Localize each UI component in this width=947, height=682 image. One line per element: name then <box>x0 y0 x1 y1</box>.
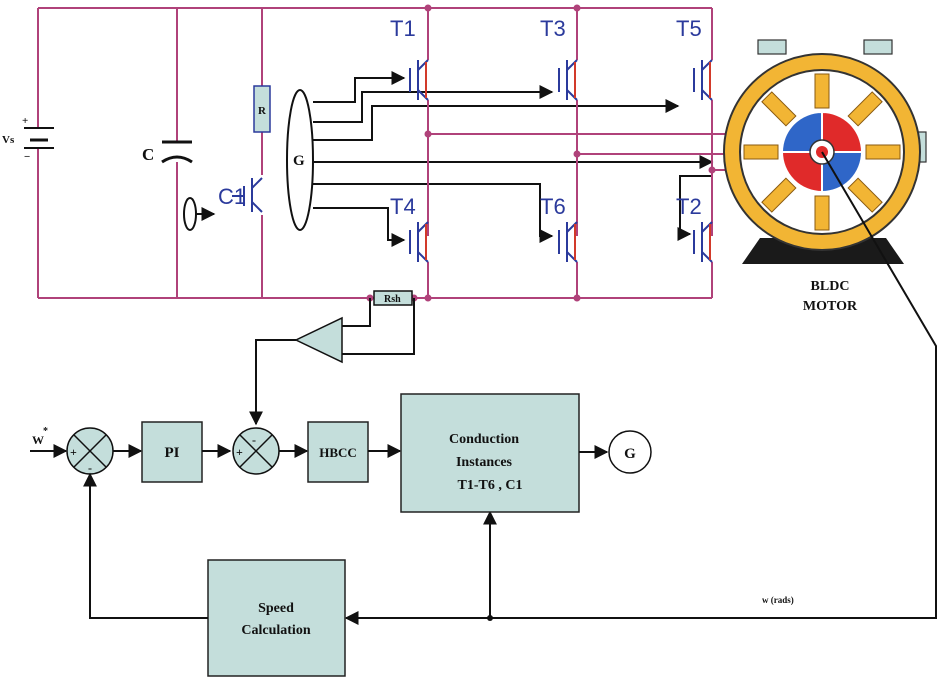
conduction-label-line2: Instances <box>456 455 513 470</box>
rsh-label: Rsh <box>384 294 401 305</box>
motor-label-line2: MOTOR <box>803 299 858 314</box>
conduction-label-line1: Conduction <box>449 432 519 447</box>
vs-plus-label: + <box>22 115 28 127</box>
t1-label: T1 <box>390 16 416 41</box>
speed-label-line2: Calculation <box>241 623 310 638</box>
resistor-label: R <box>258 105 267 117</box>
igbt-t5: T5 <box>676 16 713 101</box>
hbcc-label: HBCC <box>319 445 357 460</box>
control-loop: W * + - PI + - HBCC Conduction Instanc <box>30 393 652 677</box>
t4-label: T4 <box>390 194 416 219</box>
motor-base <box>742 238 904 264</box>
conduction-label-line3: T1-T6 , C1 <box>458 478 523 493</box>
motor-label-line1: BLDC <box>811 279 850 294</box>
t2-label: T2 <box>676 194 702 219</box>
conduction-instances-block <box>400 393 580 513</box>
vs-minus-label: − <box>24 151 30 163</box>
pi-block <box>141 421 203 483</box>
speed-calculation-block <box>207 559 346 677</box>
igbt-t2: T2 <box>676 194 713 263</box>
gate-bus: G <box>286 71 714 247</box>
chopper-branch: R C1 <box>183 8 271 298</box>
capacitor-label: C <box>142 145 154 164</box>
summing-junction-2: + - <box>232 427 280 475</box>
igbt-t3: T3 <box>540 16 578 101</box>
summing-junction-1: + - <box>66 427 114 475</box>
capacitor: C <box>142 8 193 298</box>
t5-label: T5 <box>676 16 702 41</box>
current-sense-amplifier <box>249 298 415 426</box>
speed-feedback-wire <box>344 151 937 625</box>
sum1-minus: - <box>88 461 92 475</box>
shunt-resistor: Rsh <box>373 290 413 306</box>
vs-label: Vs <box>2 134 15 146</box>
pi-label: PI <box>165 445 180 461</box>
t6-label: T6 <box>540 194 566 219</box>
sum2-minus: - <box>252 433 256 447</box>
dc-source: Vs + − <box>2 115 54 163</box>
power-circuit: Vs + − C R C1 G <box>2 4 735 426</box>
igbt-t1: T1 <box>390 16 429 101</box>
gate-output-circle <box>608 430 652 474</box>
gate-output-label: G <box>624 446 636 462</box>
resistor-r <box>253 85 271 133</box>
w-ref-label: W <box>32 433 44 447</box>
w-ref-sup: * <box>43 426 48 437</box>
igbt-t4: T4 <box>390 194 429 263</box>
sum1-plus: + <box>70 445 77 459</box>
gate-bus-label: G <box>293 153 305 169</box>
sum2-plus: + <box>236 445 243 459</box>
gate-bus-ellipse <box>286 89 314 231</box>
bldc-motor: BLDC MOTOR <box>723 39 927 314</box>
igbt-t6: T6 <box>540 194 578 263</box>
c1-gate-ellipse <box>183 197 197 231</box>
speed-label-line1: Speed <box>258 601 294 616</box>
t3-label: T3 <box>540 16 566 41</box>
c1-label: C1 <box>218 184 246 209</box>
speed-feedback-label: w (rads) <box>762 595 794 605</box>
